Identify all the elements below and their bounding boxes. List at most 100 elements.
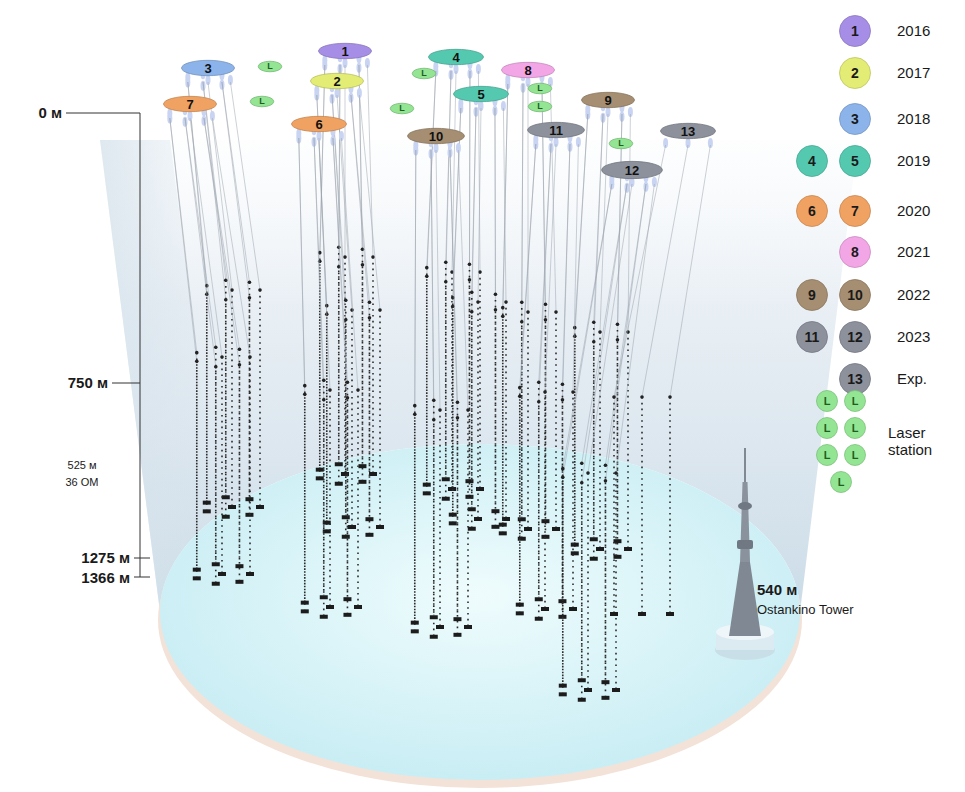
cable-line: [415, 150, 416, 406]
cable-line: [545, 144, 556, 392]
string-buoy: [518, 395, 522, 399]
string-buoy: [668, 395, 672, 399]
legend-station-mark: L: [838, 476, 845, 489]
string-buoy: [544, 302, 548, 306]
string-buoy: [325, 304, 329, 308]
cluster-disc: 3: [181, 60, 235, 76]
detector-string: [495, 294, 497, 509]
string-anchor: [442, 477, 450, 481]
cluster-number: 3: [181, 61, 235, 76]
detector-string: [239, 349, 241, 564]
string-anchor: [638, 612, 646, 616]
cable-line: [319, 138, 330, 390]
string-anchor: [376, 525, 384, 529]
string-anchor: [436, 625, 444, 629]
cable-line: [190, 118, 222, 357]
lake-floor: [160, 444, 800, 780]
string-anchor: [601, 696, 609, 700]
detector-string: [538, 402, 540, 617]
string-anchor: [203, 501, 211, 505]
cable-line: [600, 114, 608, 332]
cable-line: [494, 108, 495, 294]
string-anchor: [301, 601, 309, 605]
string-buoy: [346, 380, 350, 384]
string-anchor: [552, 527, 560, 531]
string-anchor: [468, 527, 476, 531]
cable-line: [494, 108, 495, 310]
detector-string: [304, 386, 306, 601]
detector-string: [215, 347, 217, 562]
legend-station-mark: L: [852, 422, 859, 435]
cable-line: [550, 84, 556, 312]
string-anchor: [358, 480, 366, 484]
detector-string: [249, 282, 251, 497]
string-buoy: [361, 263, 365, 267]
detector-string: [574, 328, 576, 543]
station-mark: L: [528, 83, 552, 93]
string-anchor: [235, 564, 243, 568]
surface-module: [663, 138, 668, 148]
surface-module: [201, 116, 206, 126]
string-buoy: [350, 308, 354, 312]
string-buoy: [444, 260, 448, 264]
string-buoy: [604, 463, 608, 467]
detector-string: [357, 390, 359, 605]
string-anchor: [499, 523, 507, 527]
depth-label: 750 м: [68, 374, 108, 391]
cable-line: [299, 138, 305, 394]
tower-label: Ostankino Tower: [757, 603, 854, 618]
cluster-disc: 10: [407, 128, 465, 144]
cable-line: [522, 84, 523, 302]
string-buoy: [592, 320, 596, 324]
detector-string: [345, 300, 347, 515]
cluster-disc: 5: [453, 86, 509, 102]
cable-line: [212, 118, 250, 357]
string-buoy: [571, 390, 575, 394]
legend-text: Laser station: [888, 424, 954, 459]
string-buoy: [432, 398, 436, 402]
legend-number: 8: [851, 244, 859, 260]
cluster-number: 13: [660, 124, 716, 139]
string-anchor: [571, 551, 579, 555]
string-buoy: [258, 288, 262, 292]
station-mark: L: [258, 61, 282, 71]
string-anchor: [423, 491, 431, 495]
laser-station: L: [609, 138, 633, 149]
string-buoy: [604, 479, 608, 483]
string-anchor: [584, 688, 592, 692]
string-anchor: [256, 505, 264, 509]
cable-line: [472, 108, 476, 292]
string-buoy: [328, 388, 332, 392]
string-buoy: [344, 298, 348, 302]
string-anchor: [541, 607, 549, 611]
string-anchor: [335, 482, 343, 486]
depth-label: 0 м: [38, 104, 62, 121]
detector-string: [414, 406, 416, 621]
detector-string: [439, 410, 441, 625]
string-anchor: [535, 617, 543, 621]
cable-line: [522, 84, 523, 322]
cable-line: [185, 118, 216, 367]
cable-line: [431, 150, 434, 400]
string-anchor: [411, 629, 419, 633]
string-anchor: [453, 633, 461, 637]
laser-station: L: [250, 96, 274, 107]
string-anchor: [578, 678, 586, 682]
legend-text: 2018: [897, 110, 930, 127]
string-anchor: [491, 509, 499, 513]
legend-swatch: [797, 280, 828, 311]
string-buoy: [438, 408, 442, 412]
string-anchor: [468, 507, 476, 511]
detector-string: [471, 312, 473, 527]
station-mark: L: [250, 96, 274, 106]
string-buoy: [476, 300, 480, 304]
cluster-disc: 11: [527, 122, 585, 138]
string-buoy: [346, 396, 350, 400]
laser-station: L: [258, 61, 282, 72]
string-buoy: [468, 278, 472, 282]
detector-string: [519, 388, 521, 603]
cable-line: [605, 184, 646, 481]
string-buoy: [501, 315, 505, 319]
string-buoy: [616, 338, 620, 342]
cable-line: [320, 65, 325, 253]
